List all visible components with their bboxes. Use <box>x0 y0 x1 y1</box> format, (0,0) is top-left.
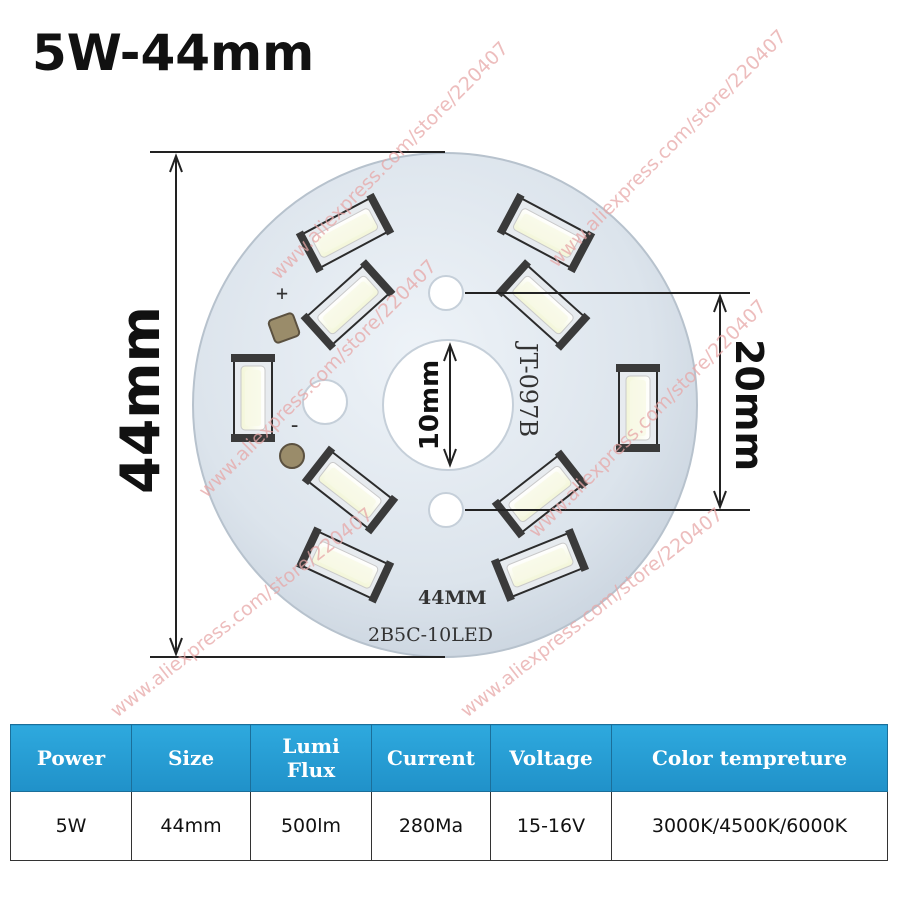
led-board-figure: + - JT-097B 44MM 2B5C-10LED 44mm 20mm 10… <box>106 25 791 722</box>
center-hole-dimension <box>443 342 457 468</box>
model-marking: JT-097B <box>514 340 542 437</box>
table-row: 5W 44mm 500lm 280Ma 15-16V 3000K/4500K/6… <box>10 791 888 861</box>
cell-current: 280Ma <box>371 791 491 861</box>
mount-hole-bottom <box>428 492 464 528</box>
header-color-temperature: Color tempreture <box>611 724 888 792</box>
cell-lumi-flux: 500lm <box>250 791 372 861</box>
part-marking: 2B5C-10LED <box>368 624 493 646</box>
mount-hole-top <box>428 275 464 311</box>
cell-color-temperature: 3000K/4500K/6000K <box>611 791 888 861</box>
hole-spacing-dimension <box>465 292 750 511</box>
center-hole <box>382 339 514 471</box>
header-size: Size <box>131 724 251 792</box>
size-marking: 44MM <box>418 587 487 609</box>
center-hole-label: 10mm <box>415 360 445 450</box>
minus-marking: - <box>288 413 301 438</box>
diameter-dimension <box>150 151 445 658</box>
cell-size: 44mm <box>131 791 251 861</box>
diameter-label: 44mm <box>109 306 172 494</box>
spec-table-header-row: Power Size Lumi Flux Current Voltage Col… <box>10 724 888 792</box>
header-voltage: Voltage <box>490 724 612 792</box>
product-title: 5W-44mm <box>32 24 315 82</box>
mount-hole-left <box>302 379 348 425</box>
cell-voltage: 15-16V <box>490 791 612 861</box>
solder-pad-negative <box>279 443 305 469</box>
header-lumi-flux: Lumi Flux <box>250 724 372 792</box>
header-power: Power <box>10 724 132 792</box>
plus-marking: + <box>276 281 288 305</box>
hole-spacing-label: 20mm <box>727 339 771 471</box>
cell-power: 5W <box>10 791 132 861</box>
spec-table: Power Size Lumi Flux Current Voltage Col… <box>10 724 888 861</box>
board-diagram: + - JT-097B 44MM 2B5C-10LED 44mm 20mm 10… <box>109 151 771 658</box>
solder-pad-positive <box>267 312 301 344</box>
header-current: Current <box>371 724 491 792</box>
